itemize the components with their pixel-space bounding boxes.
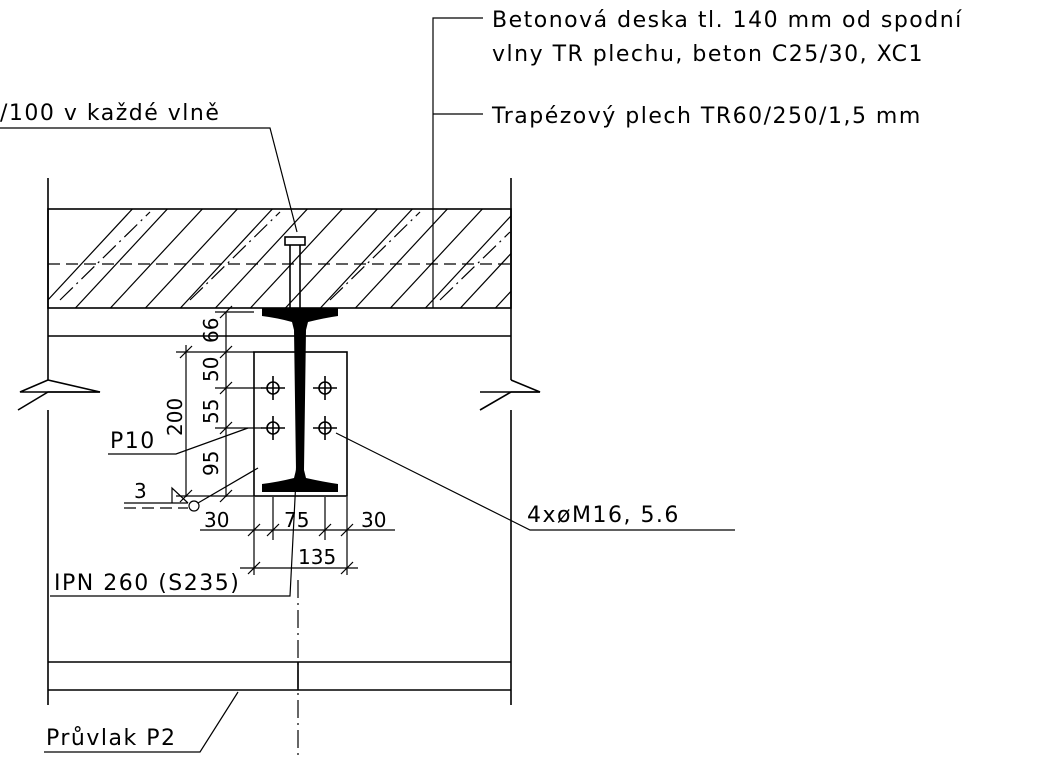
studs-label: /100 v každé vlně	[0, 101, 220, 126]
bolts	[261, 376, 337, 440]
bolt-icon	[313, 416, 337, 440]
walls	[17, 178, 541, 705]
slab-label-line1: Betonová deska tl. 140 mm od spodní	[492, 8, 963, 33]
beam-label: IPN 260 (S235)	[54, 571, 240, 596]
weld-size: 3	[134, 479, 147, 503]
leaders	[0, 17, 735, 753]
dim-30-right: 30	[361, 508, 386, 532]
dim-66: 66	[199, 318, 223, 343]
dim-135: 135	[298, 545, 336, 569]
bolt-icon	[261, 416, 285, 440]
dim-95: 95	[199, 451, 223, 476]
girder-label: Průvlak P2	[46, 726, 176, 751]
plate-label: P10	[110, 429, 156, 454]
bolt-icon	[261, 376, 285, 400]
slab-label-line2: vlny TR plechu, beton C25/30, XC1	[492, 42, 924, 67]
bolt-icon	[313, 376, 337, 400]
bolts-label: 4xøM16, 5.6	[527, 503, 680, 528]
shear-stud	[284, 236, 306, 308]
vertical-dimensions	[176, 305, 262, 503]
dim-75: 75	[284, 508, 309, 532]
dim-30-left: 30	[204, 508, 229, 532]
weld-symbol	[124, 467, 259, 512]
ipn-beam	[262, 308, 338, 492]
dim-50: 50	[199, 357, 223, 382]
horizontal-dimensions	[200, 497, 395, 575]
girder-p2	[48, 661, 511, 691]
dim-55: 55	[199, 399, 223, 424]
dim-200: 200	[163, 398, 187, 436]
deck-label: Trapézový plech TR60/250/1,5 mm	[491, 104, 922, 129]
slab-hatch	[48, 209, 511, 308]
